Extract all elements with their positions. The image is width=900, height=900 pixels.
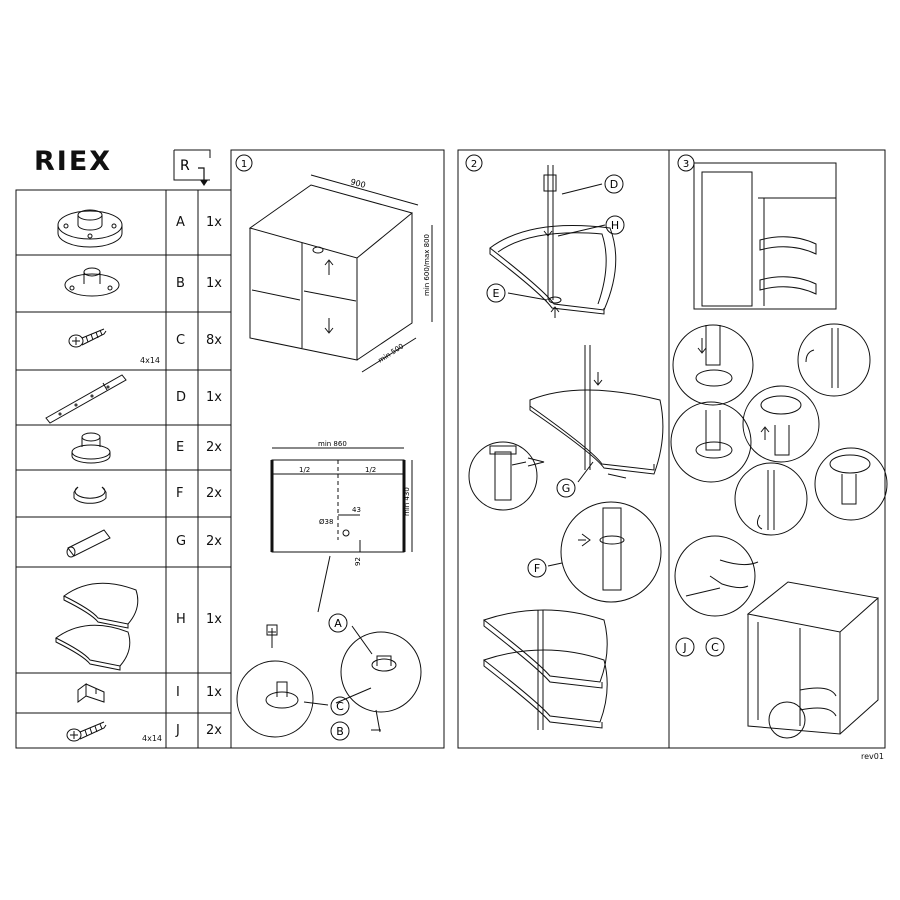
screw-j-icon	[66, 721, 107, 742]
part-quantity: 1x	[206, 612, 222, 627]
hole-diameter-label: Ø38	[319, 518, 333, 526]
r-flag-icon: R	[173, 149, 211, 186]
callout-j: J	[682, 641, 686, 654]
part-quantity: 1x	[206, 214, 222, 230]
part-size: 4x14	[140, 356, 161, 365]
clip-f-icon	[73, 486, 107, 504]
brand-logo: RIEX	[34, 146, 113, 177]
step-2-drawing	[468, 165, 664, 730]
part-quantity: 1x	[206, 275, 222, 291]
part-letter: F	[176, 485, 184, 501]
plan-width-label: min 860	[318, 440, 347, 448]
part-letter: B	[176, 275, 185, 291]
pin-g-icon	[66, 529, 111, 558]
shelf-h-icon	[55, 582, 139, 671]
half-right-label: 1/2	[365, 466, 376, 474]
part-quantity: 2x	[206, 722, 222, 738]
callout-c-step3: C	[711, 641, 719, 654]
part-letter: H	[176, 612, 186, 627]
callout-d: D	[610, 178, 618, 191]
part-quantity: 2x	[206, 534, 222, 549]
bushing-e-icon	[71, 432, 111, 464]
part-letter: D	[176, 389, 187, 405]
callout-f: F	[534, 562, 540, 575]
step-3-panel	[668, 149, 886, 749]
dim-width-label: 900	[349, 177, 366, 190]
part-quantity: 8x	[206, 333, 222, 348]
r-flag-letter: R	[180, 158, 190, 174]
part-letter: C	[176, 333, 186, 348]
part-icons	[45, 209, 139, 742]
part-quantity: 1x	[206, 389, 222, 405]
step-1-number: 1	[241, 159, 247, 170]
bracket-i-icon	[77, 683, 105, 703]
part-letter: J	[176, 722, 180, 738]
step-1-drawing	[236, 174, 433, 738]
front-offset-label: 92	[354, 557, 362, 566]
flange-a-icon	[57, 209, 123, 248]
callout-c: C	[336, 700, 344, 713]
part-letter: I	[176, 685, 180, 700]
callout-g: G	[562, 482, 571, 495]
part-quantity: 1x	[206, 685, 222, 700]
revision-label: rev01	[861, 752, 884, 761]
step-3-number: 3	[683, 159, 689, 170]
screw-c-icon	[68, 328, 107, 348]
part-quantity: 2x	[206, 439, 222, 455]
shaft-d-icon	[45, 374, 127, 424]
part-letter: E	[176, 439, 185, 455]
part-letter: A	[176, 214, 185, 230]
step-3-drawing	[670, 162, 888, 739]
step-1-panel	[230, 149, 445, 749]
half-left-label: 1/2	[299, 466, 310, 474]
part-quantity: 2x	[206, 485, 222, 501]
offset-label: 43	[352, 506, 361, 514]
callout-a: A	[334, 617, 342, 630]
dim-height-label: min 600/max 800	[423, 234, 431, 296]
callout-e: E	[493, 287, 500, 300]
step-2-number: 2	[471, 159, 477, 170]
callout-b: B	[336, 725, 344, 738]
plan-depth-label: min 430	[403, 487, 411, 516]
callout-h: H	[611, 219, 619, 232]
flange-b-icon	[64, 267, 120, 297]
part-letter: G	[176, 534, 187, 549]
part-size: 4x14	[142, 734, 163, 743]
